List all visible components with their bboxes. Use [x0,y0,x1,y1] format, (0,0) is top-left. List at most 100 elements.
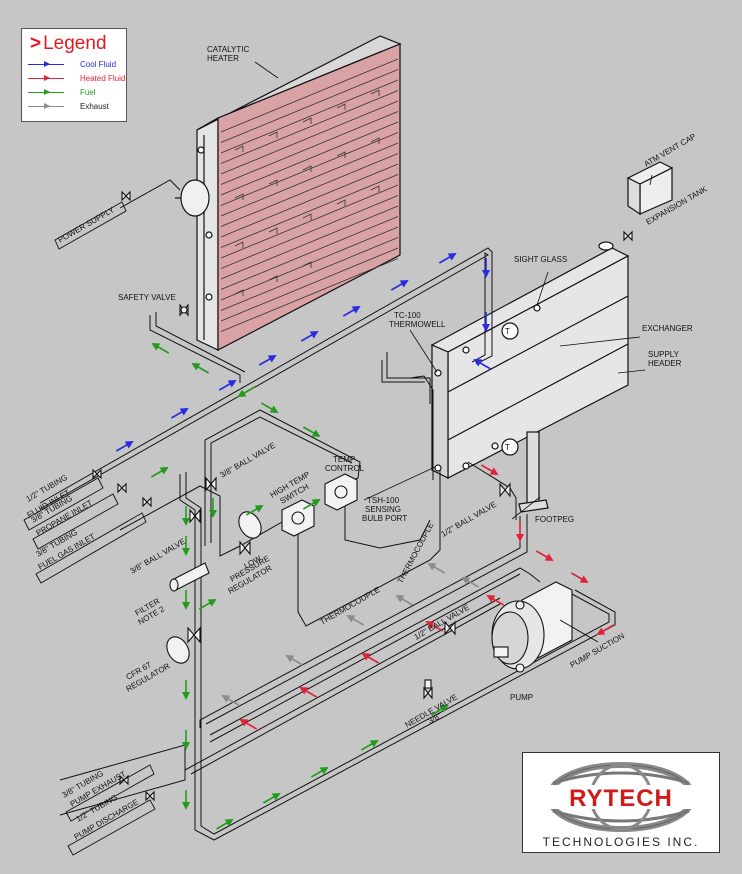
label-sensing: SENSING [365,505,401,514]
label-pump: PUMP [510,693,533,702]
flow-arrow-icon [596,624,615,635]
label-ball-valve-12-right: 1/2" BALL VALVE [440,500,498,539]
flow-arrow-icon [285,655,304,666]
heater-element [336,103,346,110]
logo-wordmark: RYTECH [569,785,673,812]
logo-tagline: TECHNOLOGIES INC. [542,835,700,849]
heater-slat [220,121,399,196]
heater-slat [220,90,399,164]
heater-element [234,145,244,152]
heater-element [370,185,380,192]
heater-slat [220,153,399,227]
flow-arrow-icon [170,408,189,419]
heater-element [268,275,278,282]
flow-arrow-icon [300,331,319,342]
flow-arrow-icon [182,730,190,750]
heater-element [370,89,380,96]
heater-element [336,199,346,206]
label-control: CONTROL [325,464,365,473]
ball-valve-12-pump [444,620,456,636]
fuel-gas-inlet-ball-valve [142,496,152,508]
heater-slat [220,58,399,133]
flow-arrow-icon [395,595,414,606]
flow-arrow-icon [473,359,492,370]
flow-arrow-icon [299,687,318,698]
label-tc100: TC-100 [394,311,421,320]
pump [491,581,573,673]
heater-element [302,117,312,124]
heater-slat [220,195,399,269]
flow-arrow-icon [239,719,258,730]
legend-label: Cool Fluid [80,60,117,69]
filter [169,562,210,592]
legend-label: Exhaust [80,102,109,111]
legend-arrow-icon [44,89,50,95]
legend-arrow-icon [44,75,50,81]
legend-title: >Legend [30,33,107,55]
flow-arrow-icon [361,653,380,664]
discharge-valve [145,790,155,802]
label-atm-vent-cap: ATM VENT CAP [643,132,698,169]
flow-arrow-icon [302,426,321,437]
flow-arrow-icon [182,590,190,610]
needle-valve [423,679,433,700]
label-heater: HEATER [207,54,239,63]
flow-arrow-icon [342,306,361,317]
flow-arrow-icon [182,506,190,526]
heater-element [302,213,312,220]
flow-arrow-icon [360,740,379,751]
label-temp: TEMP [333,455,355,464]
flow-arrow-icon [258,355,277,366]
globe-logo-graphic: RYTECH [537,762,705,832]
heater-element [268,131,278,138]
flow-arrow-icon [302,499,321,510]
heater-element [268,227,278,234]
label-supply: SUPPLY [648,350,680,359]
heater-slat [220,142,399,217]
gauge-t-bottom: T [505,443,510,452]
catalytic-heater [175,35,402,351]
heater-slat [220,216,399,290]
flow-arrow-icon [430,705,449,716]
flow-arrow-icon [486,595,505,606]
legend-item: Fuel [28,87,124,99]
heater-slat [220,174,399,248]
flow-arrow-icon [151,343,170,354]
flow-arrow-icon [262,793,281,804]
label-bulb-port: BULB PORT [362,514,407,523]
flow-arrow-icon [535,550,554,561]
flow-arrow-icon [438,253,457,264]
label-ball-valve-38-top: 3/8" BALL VALVE [219,441,277,480]
safety-valve [179,303,189,317]
legend-item: Exhaust [28,101,124,113]
heater-slat [220,111,399,185]
flow-arrow-icon [425,621,444,632]
flow-arrow-icon [390,280,409,291]
heater-element [268,179,278,186]
flow-arrow-icon [516,522,524,542]
flow-arrow-icon [182,680,190,700]
heater-slat [220,132,399,206]
label-power-supply: POWER SUPPLY [57,205,117,245]
label-footpeg: FOOTPEG [535,515,574,524]
flow-arrow-icon [480,464,499,475]
flow-arrow-icon [191,363,210,374]
flow-arrow-icon [209,498,217,518]
power-supply-valve [121,190,131,202]
heater-element [336,151,346,158]
flow-arrow-icon [182,790,190,810]
heater-slat [220,237,399,311]
legend-arrow-icon [44,61,50,67]
legend-label: Fuel [80,88,96,97]
flow-arrow-icon [237,386,256,397]
heater-element [370,137,380,144]
heater-slats [220,58,399,332]
flow-arrow-icon [260,402,279,413]
company-logo: RYTECH TECHNOLOGIES INC. [522,752,720,853]
flow-arrow-icon [482,312,490,332]
flow-arrow-icon [570,572,589,583]
heater-element [302,261,312,268]
heater-slat [220,79,399,154]
